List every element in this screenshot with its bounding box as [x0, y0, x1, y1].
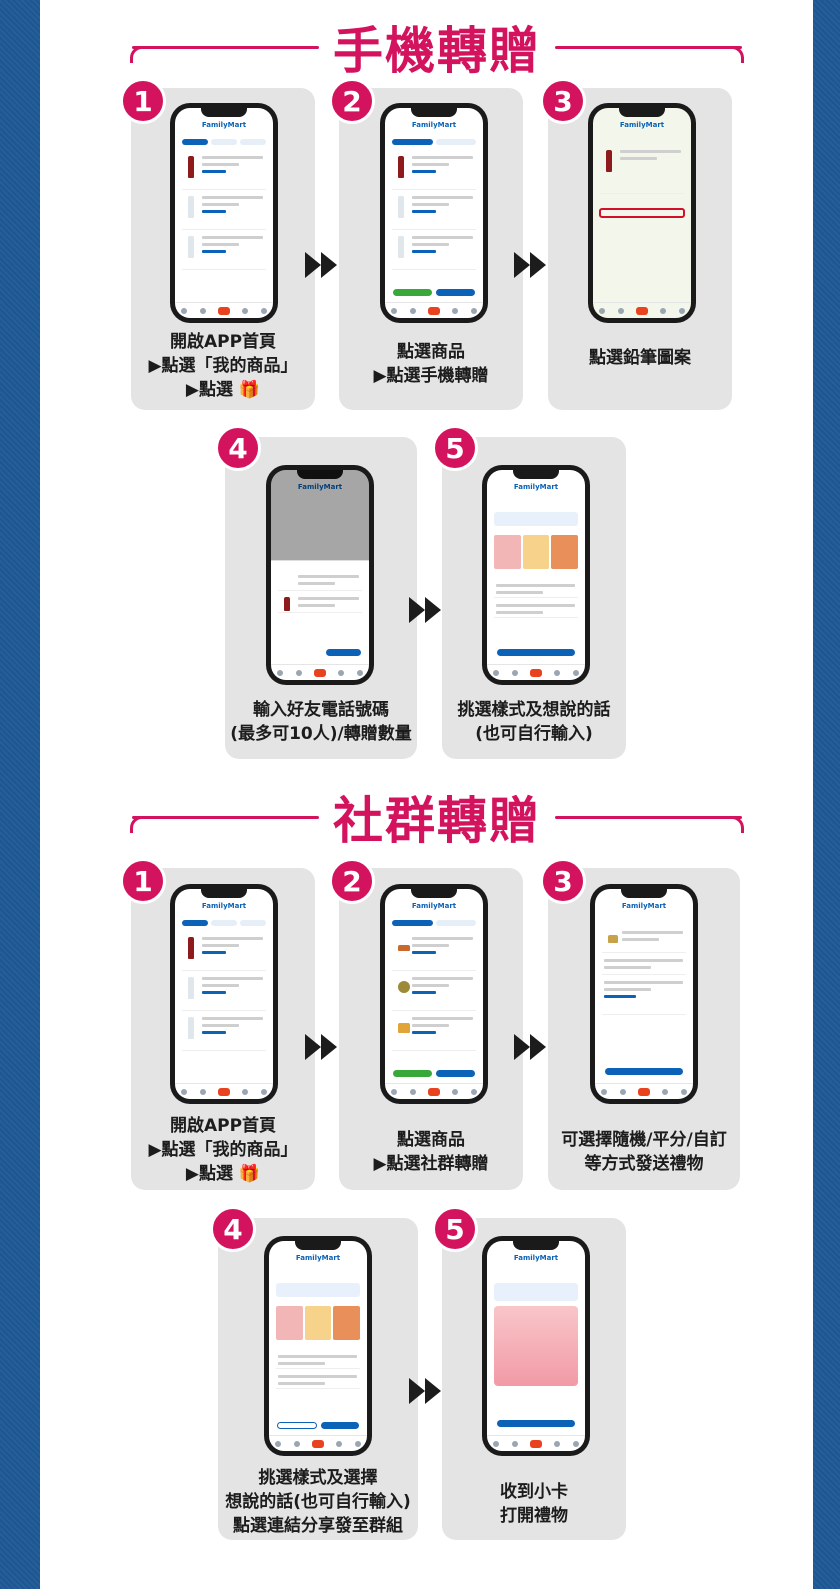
- caption-line: (也可自行輸入): [475, 724, 593, 744]
- brand-label: FamilyMart: [201, 902, 247, 910]
- caption-line: 輸入好友電話號碼: [253, 700, 389, 720]
- next-arrow-icon: [514, 252, 548, 278]
- caption-line: 打開禮物: [500, 1506, 568, 1526]
- step-caption: 點選鉛筆圖案: [548, 346, 732, 370]
- caption-line: 等方式發送禮物: [584, 1154, 704, 1174]
- caption-line: 開啟APP首頁: [169, 1116, 277, 1136]
- step-caption: 點選商品 ▶點選社群轉贈: [339, 1128, 523, 1176]
- title-line-right: [555, 815, 744, 833]
- brand-label: FamilyMart: [297, 483, 343, 491]
- phone-screenshot-my-products: FamilyMart: [170, 884, 278, 1104]
- step-number-badge: 1: [120, 858, 166, 904]
- brand-label: FamilyMart: [513, 1254, 559, 1262]
- section-title-social-gift: 社群轉贈: [130, 782, 744, 852]
- step-caption: 點選商品 ▶點選手機轉贈: [339, 340, 523, 388]
- phone-screenshot-my-products: FamilyMart: [170, 103, 278, 323]
- brand-label: FamilyMart: [619, 121, 665, 129]
- step-caption: 輸入好友電話號碼 (最多可10人)/轉贈數量: [225, 698, 417, 746]
- step-caption: 挑選樣式及選擇 想說的話(也可自行輸入) 點選連結分享發至群組: [218, 1466, 418, 1538]
- phone-screenshot-distribution: FamilyMart: [590, 884, 698, 1104]
- brand-label: FamilyMart: [295, 1254, 341, 1262]
- caption-line: ▶點選社群轉贈: [373, 1154, 489, 1174]
- phone-screenshot-pencil: FamilyMart: [588, 103, 696, 323]
- phone-screenshot-receive-card: FamilyMart: [482, 1236, 590, 1456]
- next-arrow-icon: [409, 597, 443, 623]
- next-arrow-icon: [409, 1378, 443, 1404]
- brand-label: FamilyMart: [411, 121, 457, 129]
- right-stripes: [813, 0, 840, 1589]
- caption-line: ▶點選手機轉贈: [373, 366, 489, 386]
- step-number-badge: 4: [210, 1206, 256, 1252]
- section-title-text: 手機轉贈: [333, 22, 541, 80]
- phone-screenshot-card-style: FamilyMart: [482, 465, 590, 685]
- step-caption: 開啟APP首頁 ▶點選「我的商品」 ▶點選 🎁: [131, 330, 315, 402]
- step-number-badge: 3: [540, 78, 586, 124]
- step-number-badge: 5: [432, 1206, 478, 1252]
- step-number-badge: 3: [540, 858, 586, 904]
- phone-screenshot-select-product: FamilyMart: [380, 884, 488, 1104]
- brand-label: FamilyMart: [513, 483, 559, 491]
- pencil-highlight: [599, 208, 685, 218]
- step-number-badge: 1: [120, 78, 166, 124]
- caption-line: 點選鉛筆圖案: [589, 348, 691, 368]
- caption-line: 點選連結分享發至群組: [233, 1516, 403, 1536]
- caption-line: 想說的話(也可自行輸入): [225, 1492, 411, 1512]
- caption-line: ▶點選「我的商品」: [148, 356, 298, 376]
- step-number-badge: 5: [432, 425, 478, 471]
- step-caption: 開啟APP首頁 ▶點選「我的商品」 ▶點選 🎁: [131, 1114, 315, 1186]
- caption-line: ▶點選「我的商品」: [148, 1140, 298, 1160]
- brand-label: FamilyMart: [621, 902, 667, 910]
- caption-line: 點選商品: [397, 1130, 465, 1150]
- step-caption: 挑選樣式及想說的話 (也可自行輸入): [442, 698, 626, 746]
- section-title-phone-gift: 手機轉贈: [130, 12, 744, 82]
- step-number-badge: 2: [329, 858, 375, 904]
- caption-line: ▶點選: [185, 1164, 233, 1184]
- brand-label: FamilyMart: [201, 121, 247, 129]
- gift-icon: 🎁: [238, 380, 261, 400]
- caption-line: (最多可10人)/轉贈數量: [230, 724, 412, 744]
- caption-line: ▶點選: [185, 380, 233, 400]
- phone-screenshot-share-link: FamilyMart: [264, 1236, 372, 1456]
- phone-screenshot-select-product: FamilyMart: [380, 103, 488, 323]
- title-line-left: [130, 815, 319, 833]
- caption-line: 收到小卡: [500, 1482, 568, 1502]
- gift-card-image: [494, 1306, 578, 1386]
- step-caption: 收到小卡 打開禮物: [442, 1480, 626, 1528]
- title-line-right: [555, 45, 744, 63]
- next-arrow-icon: [514, 1034, 548, 1060]
- caption-line: 挑選樣式及想說的話: [457, 700, 611, 720]
- left-stripes: [0, 0, 40, 1589]
- next-arrow-icon: [305, 1034, 339, 1060]
- step-number-badge: 4: [215, 425, 261, 471]
- caption-line: 挑選樣式及選擇: [258, 1468, 378, 1488]
- caption-line: 點選商品: [397, 342, 465, 362]
- caption-line: 開啟APP首頁: [169, 332, 277, 352]
- step-number-badge: 2: [329, 78, 375, 124]
- caption-line: 可選擇隨機/平分/自訂: [561, 1130, 727, 1150]
- step-caption: 可選擇隨機/平分/自訂 等方式發送禮物: [548, 1128, 740, 1176]
- title-line-left: [130, 45, 319, 63]
- next-arrow-icon: [305, 252, 339, 278]
- section-title-text: 社群轉贈: [333, 792, 541, 850]
- phone-screenshot-friend-phone: FamilyMart: [266, 465, 374, 685]
- gift-icon: 🎁: [238, 1164, 261, 1184]
- brand-label: FamilyMart: [411, 902, 457, 910]
